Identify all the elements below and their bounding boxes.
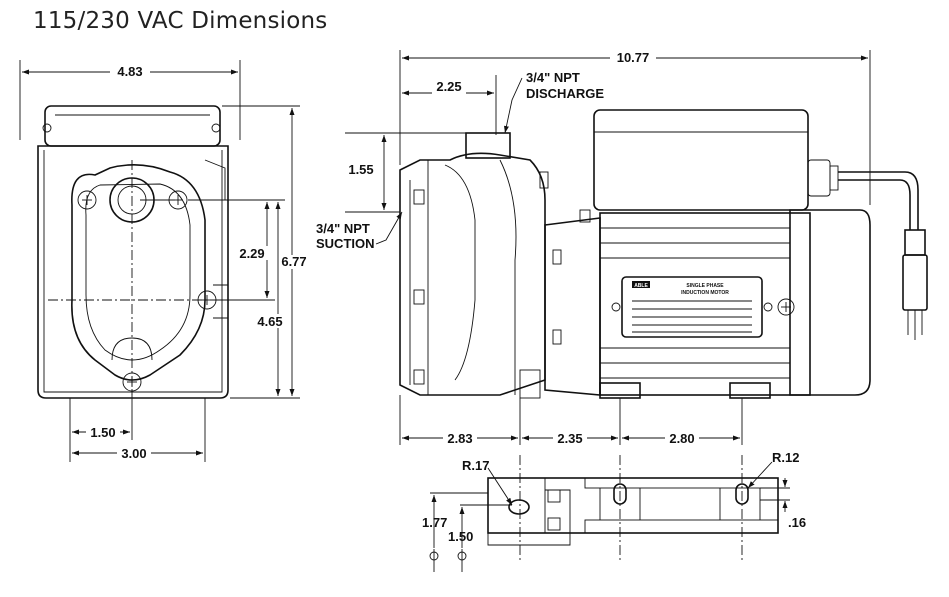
discharge-label-1: 3/4" NPT [526,70,580,85]
dim-slot-radius-right: R.12 [772,450,799,465]
dim-front-width: 4.83 [117,64,142,79]
dim-total-height: 6.77 [281,254,306,269]
dim-base-width: 3.00 [121,446,146,461]
dim-total-length: 10.77 [617,50,650,65]
side-dimensions: 10.77 2.25 3/4" NPT DISCHARGE 1.55 3/4" … [316,50,871,446]
nameplate-line2: INDUCTION MOTOR [681,290,729,296]
front-dimensions: 4.83 6.77 2.29 4.65 1.50 3.00 [19,60,310,462]
nameplate-brand: ABLE [634,283,648,289]
base-dimensions: R.17 R.12 .16 1.77 1.50 [422,450,806,572]
dim-length-a: 2.83 [447,431,472,446]
dim-base-1: 1.77 [422,515,447,530]
nameplate-line1: SINGLE PHASE [686,283,724,289]
dim-length-b: 2.35 [557,431,582,446]
dim-suction-height: 1.55 [348,162,373,177]
suction-label-1: 3/4" NPT [316,221,370,236]
front-view [37,105,229,399]
dim-discharge-offset: 2.25 [436,79,461,94]
dim-length-c: 2.80 [669,431,694,446]
dim-mount-height: 4.65 [257,314,282,329]
dim-half-width: 1.50 [90,425,115,440]
base-view [487,455,779,560]
dim-slot-width: .16 [788,515,806,530]
side-view: ABLE SINGLE PHASE INDUCTION MOTOR [399,109,928,399]
page-title: 115/230 VAC Dimensions [33,8,328,34]
dim-slot-radius-left: R.17 [462,458,489,473]
suction-label-2: SUCTION [316,236,375,251]
dim-port-height: 2.29 [239,246,264,261]
discharge-label-2: DISCHARGE [526,86,604,101]
dim-base-2: 1.50 [448,529,473,544]
